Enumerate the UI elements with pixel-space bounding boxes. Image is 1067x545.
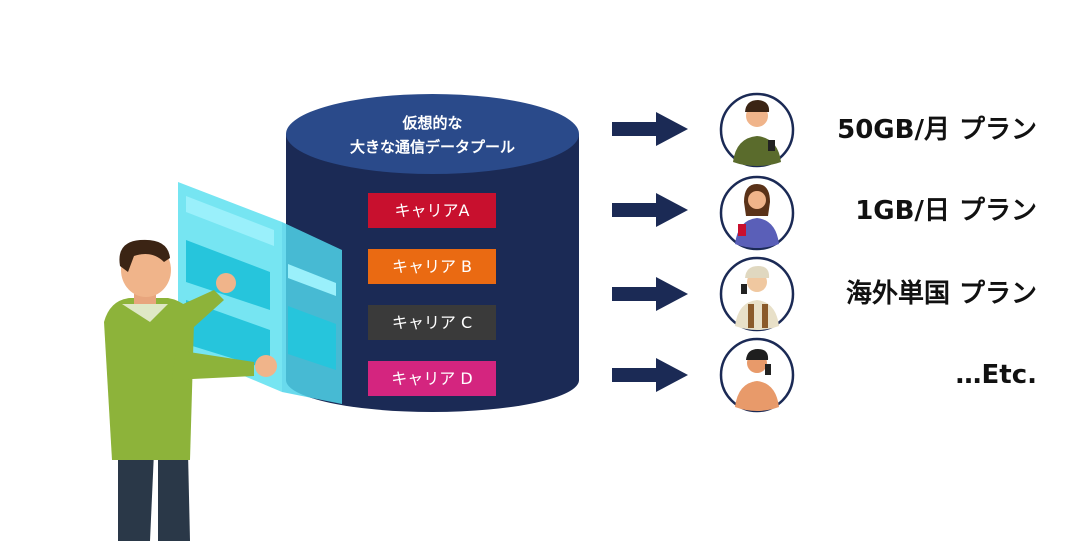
arrow-4: [612, 358, 688, 392]
woman-with-drink-icon: [719, 175, 795, 251]
database-title-line-1: 仮想的な: [402, 114, 463, 132]
carrier-c-label: キャリア C: [368, 305, 496, 340]
plan-2-label: 1GB/日 プラン: [855, 196, 1037, 226]
plan-4-label: …Etc.: [955, 360, 1037, 390]
traveler-on-phone-icon: [719, 256, 795, 332]
database-title-line-2: 大きな通信データプール: [349, 138, 515, 156]
carrier-a-label: キャリアA: [368, 193, 496, 228]
man-calling-icon: [719, 337, 795, 413]
man-with-phone-icon: [719, 92, 795, 168]
person-figure: [104, 239, 277, 541]
hologram-screens: [178, 182, 342, 404]
plan-1-label: 50GB/月 プラン: [837, 115, 1037, 145]
arrow-2: [612, 193, 688, 227]
plan-3-label: 海外単国 プラン: [845, 279, 1037, 309]
carrier-b-label: キャリア B: [368, 249, 496, 284]
arrow-1: [612, 112, 688, 146]
arrows: [612, 112, 688, 392]
carrier-d-label: キャリア D: [368, 361, 496, 396]
arrow-3: [612, 277, 688, 311]
